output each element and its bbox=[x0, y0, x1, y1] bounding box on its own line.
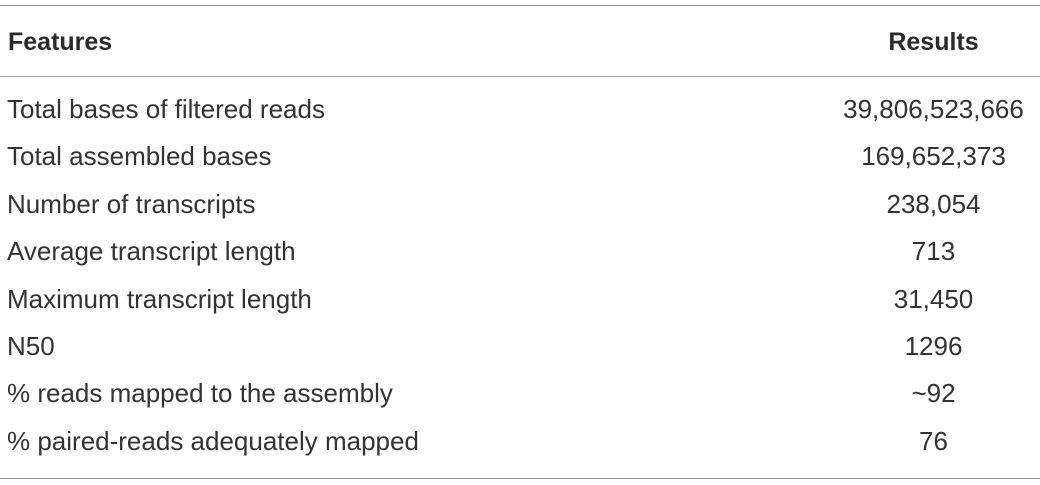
result-cell: 238,054 bbox=[886, 188, 981, 219]
result-cell: 31,450 bbox=[893, 283, 974, 314]
result-cell: 39,806,523,666 bbox=[843, 94, 1024, 124]
table-top-rule bbox=[0, 5, 1040, 6]
feature-cell: % paired-reads adequately mapped bbox=[7, 425, 419, 456]
table-row: Number of transcripts 238,054 bbox=[0, 183, 1040, 230]
result-cell: 76 bbox=[919, 425, 948, 456]
table-header-row: Features Results bbox=[0, 6, 1040, 76]
feature-cell: Maximum transcript length bbox=[7, 283, 312, 314]
table-header-rule bbox=[0, 76, 1040, 77]
table-row: Maximum transcript length 31,450 bbox=[0, 278, 1040, 325]
feature-cell: Total assembled bases bbox=[7, 141, 272, 172]
result-cell: 1296 bbox=[904, 330, 963, 361]
feature-cell: Number of transcripts bbox=[7, 188, 256, 219]
table-row: N50 1296 bbox=[0, 325, 1040, 372]
table-row: Total bases of filtered reads 39,806,523… bbox=[0, 88, 1040, 135]
table-row: % paired-reads adequately mapped 76 bbox=[0, 420, 1040, 467]
table-row: % reads mapped to the assembly ~92 bbox=[0, 372, 1040, 419]
table-row: Total assembled bases 169,652,373 bbox=[0, 135, 1040, 182]
column-header-features: Features bbox=[8, 28, 113, 56]
result-cell: ~92 bbox=[911, 378, 956, 409]
result-cell: 713 bbox=[911, 236, 956, 267]
feature-cell: Total bases of filtered reads bbox=[7, 94, 325, 124]
feature-cell: Average transcript length bbox=[7, 236, 296, 267]
result-cell: 169,652,373 bbox=[861, 141, 1006, 172]
table-row: Average transcript length 713 bbox=[0, 230, 1040, 277]
table-bottom-rule bbox=[0, 478, 1040, 479]
table-body: Total bases of filtered reads 39,806,523… bbox=[0, 88, 1040, 467]
column-header-results: Results bbox=[888, 28, 979, 56]
feature-cell: N50 bbox=[7, 330, 55, 361]
feature-cell: % reads mapped to the assembly bbox=[7, 378, 393, 409]
